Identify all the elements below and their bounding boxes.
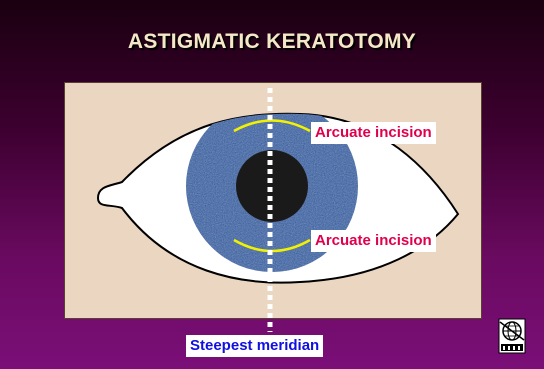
incision-label-top: Arcuate incision xyxy=(311,122,436,144)
meridian-label: Steepest meridian xyxy=(186,335,323,357)
incision-label-bottom: Arcuate incision xyxy=(311,230,436,252)
globe-logo-icon xyxy=(498,318,526,354)
